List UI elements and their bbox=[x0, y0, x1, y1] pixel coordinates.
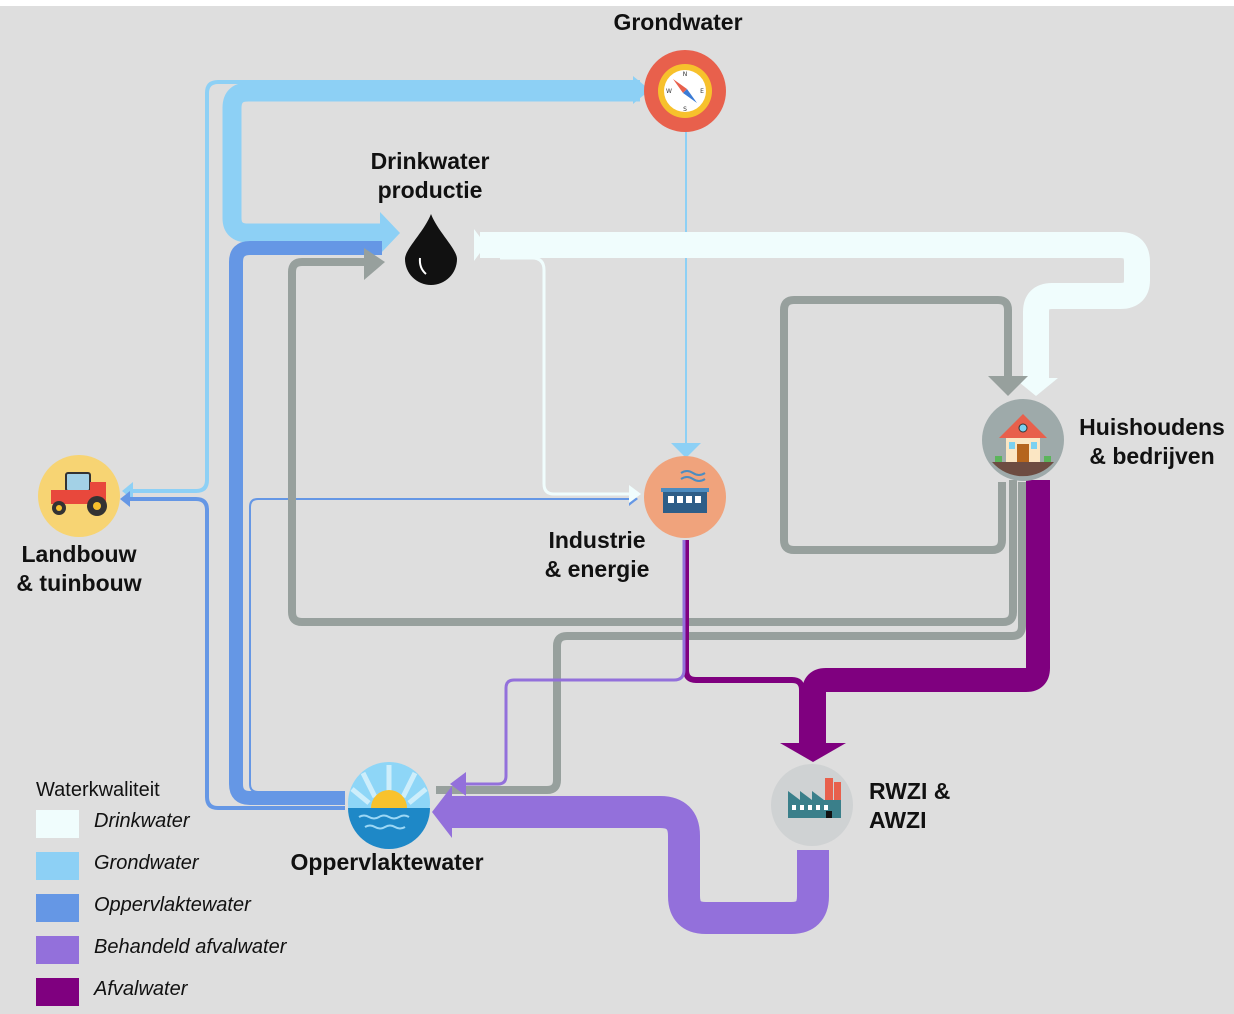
node-label-huishoudens: Huishoudens & bedrijven bbox=[1079, 414, 1225, 469]
flow-grondwater-to-drinkwater bbox=[222, 82, 640, 243]
house-icon bbox=[982, 399, 1064, 481]
legend-label: Oppervlaktewater bbox=[94, 894, 251, 916]
arrows-drinkwater bbox=[474, 229, 1058, 503]
legend-item-grondwater: Grondwater bbox=[36, 844, 199, 886]
flow-huishoudens-to-oppervlaktewater bbox=[436, 482, 1026, 794]
flows-behandeld-afvalwater bbox=[450, 540, 829, 934]
flows-drinkwater bbox=[480, 232, 1150, 496]
legend-swatch bbox=[36, 936, 79, 964]
legend-swatch bbox=[36, 852, 79, 880]
svg-text:W: W bbox=[666, 88, 672, 95]
node-label-rwzi: RWZI & AWZI bbox=[869, 778, 951, 833]
legend-swatch bbox=[36, 978, 79, 1006]
flows-oppervlaktewater bbox=[130, 241, 630, 810]
flow-rwzi-to-oppervlaktewater bbox=[450, 796, 829, 934]
factory-icon bbox=[644, 456, 726, 538]
legend-label: Grondwater bbox=[94, 852, 199, 874]
legend-item-drinkwater: Drinkwater bbox=[36, 802, 190, 844]
arrows-grondwater bbox=[122, 76, 701, 500]
sunset-sea-icon bbox=[348, 762, 430, 849]
legend-label: Afvalwater bbox=[94, 978, 188, 1000]
arrows-return bbox=[364, 248, 1028, 396]
flow-huishoudens-to-drinkwater bbox=[288, 258, 1017, 626]
flow-oppervlaktewater-to-drinkwater bbox=[229, 241, 382, 805]
flow-oppervlaktewater-to-landbouw bbox=[130, 497, 345, 810]
svg-text:E: E bbox=[700, 88, 704, 95]
arrows-afvalwater bbox=[780, 743, 846, 762]
legend-item-behandeld-afvalwater: Behandeld afvalwater bbox=[36, 928, 286, 970]
node-label-industrie: Industrie & energie bbox=[544, 527, 650, 582]
flow-industrie-to-oppervlaktewater bbox=[464, 540, 686, 786]
flows-afvalwater bbox=[683, 480, 1050, 748]
flow-industrie-to-rwzi bbox=[683, 540, 805, 746]
node-label-drinkwater-productie: Drinkwater productie bbox=[370, 148, 490, 203]
treatment-plant-icon bbox=[771, 764, 853, 846]
legend: Waterkwaliteit Drinkwater Grondwater Opp… bbox=[36, 778, 286, 1012]
legend-swatch bbox=[36, 810, 79, 838]
node-label-landbouw: Landbouw & tuinbouw bbox=[16, 541, 142, 596]
legend-title: Waterkwaliteit bbox=[36, 779, 160, 801]
flow-huishoudens-internal-loop bbox=[780, 296, 1012, 554]
legend-label: Behandeld afvalwater bbox=[94, 936, 287, 958]
legend-item-afvalwater: Afvalwater bbox=[36, 970, 187, 1012]
flow-oppervlaktewater-to-industrie bbox=[249, 498, 630, 793]
svg-text:N: N bbox=[683, 71, 688, 78]
tractor-icon bbox=[38, 455, 120, 537]
legend-label: Drinkwater bbox=[94, 810, 190, 832]
legend-item-oppervlaktewater: Oppervlaktewater bbox=[36, 886, 251, 928]
flow-huishoudens-to-rwzi bbox=[802, 480, 1050, 748]
flow-drinkwater-to-industrie bbox=[500, 256, 630, 496]
flow-grondwater-to-landbouw bbox=[130, 80, 640, 493]
water-drop-icon bbox=[405, 214, 457, 285]
node-label-oppervlaktewater: Oppervlaktewater bbox=[290, 849, 484, 875]
flow-drinkwater-to-huishoudens bbox=[480, 232, 1150, 378]
compass-icon: N S E W bbox=[644, 50, 726, 132]
arrows-behandeld-afvalwater bbox=[432, 772, 466, 838]
flows-return bbox=[288, 258, 1026, 794]
legend-swatch bbox=[36, 894, 79, 922]
svg-text:S: S bbox=[683, 106, 687, 113]
node-label-grondwater: Grondwater bbox=[613, 9, 743, 35]
flows-grondwater bbox=[130, 80, 687, 493]
